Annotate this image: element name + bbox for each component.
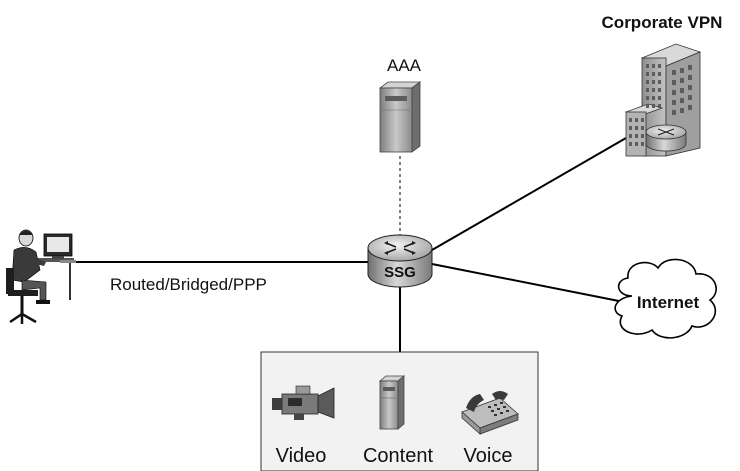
service-label-content: Content	[363, 445, 433, 467]
content-server-icon	[378, 375, 406, 430]
service-label-voice: Voice	[464, 445, 513, 467]
internet-label: Internet	[637, 293, 700, 312]
corporate-vpn-label: Corporate VPN	[602, 13, 723, 32]
service-label-video: Video	[276, 445, 327, 467]
link-type-label: Routed/Bridged/PPP	[110, 275, 267, 294]
internet-cloud-icon	[614, 258, 717, 339]
ssg-label: SSG	[384, 264, 416, 281]
link-ssg-internet	[431, 263, 625, 303]
aaa-server-icon	[378, 81, 422, 153]
vpn-router-icon	[645, 124, 687, 152]
aaa-label: AAA	[387, 56, 422, 75]
video-camera-icon	[272, 385, 335, 420]
phone-icon	[461, 391, 519, 435]
link-ssg-vpn	[431, 137, 627, 251]
ssg-router-icon	[367, 234, 433, 288]
user-workstation-icon	[6, 229, 76, 324]
